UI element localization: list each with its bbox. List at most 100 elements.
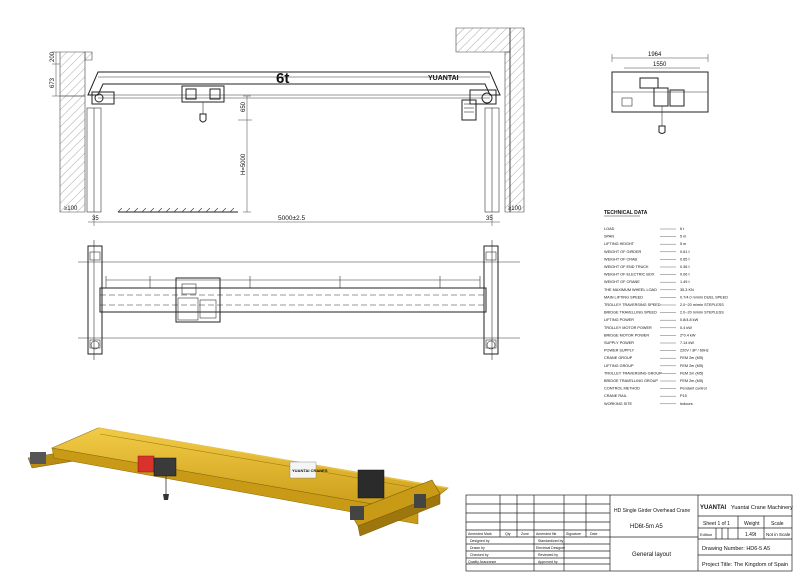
- role-approved-by: Approved by: [538, 560, 558, 564]
- tech-row-label: WORKING SITE: [604, 402, 633, 406]
- girder-logo: YUANTAI: [428, 75, 459, 82]
- tech-row-label: WEIGHT OF GIRDER: [604, 250, 642, 254]
- tech-row-value: 2.0~20 m/min STEPLESS: [680, 303, 724, 307]
- tech-row-value: 0.7/4.0 m/min DUEL SPEED: [680, 295, 728, 299]
- tech-row-value: FEM 2m (M5): [680, 371, 704, 375]
- tech-row-label: THE MAXIMUM WHEEL LOAD: [604, 288, 657, 292]
- scale-value: Not in Scale: [766, 532, 791, 537]
- role-standardized-by: Standardized by: [538, 539, 564, 543]
- tech-row-value: 7.14 kW: [680, 341, 694, 345]
- technical-data-table: TECHNICAL DATA LOAD 6 t SPAN 5 m LIFTING HEI…: [604, 210, 728, 406]
- tech-row-label: TROLLEY MOTOR POWER: [604, 326, 652, 330]
- tech-row-value: 5 m: [680, 235, 686, 239]
- tech-row-label: BRIDGE TRAVELLING SPEED: [604, 311, 657, 315]
- tech-row-value: FEM 2m (M5): [680, 356, 704, 360]
- dim-1964: 1964: [648, 52, 662, 58]
- model: HD6t-5m A5: [630, 524, 663, 530]
- rev-h-zone: Zone: [521, 532, 529, 536]
- tech-row-value: 6 t: [680, 227, 685, 231]
- rev-h-amended-file: Amended file: [536, 532, 556, 536]
- dim-lifting-height: H=5000: [241, 153, 247, 175]
- dim-clear-right: ≥100: [508, 206, 522, 212]
- dim-35-left: 35: [92, 216, 99, 222]
- tech-row-label: LOAD: [604, 227, 615, 231]
- tech-row-value: 0.36 t: [680, 265, 690, 269]
- weight-label: Weight: [744, 521, 760, 527]
- sheet-number: Sheet 1 of 1: [703, 521, 730, 527]
- tech-row-value: FEM 2m (M5): [680, 379, 704, 383]
- role-checked-by: Checked by: [470, 553, 489, 557]
- tech-row-label: SPAN: [604, 235, 614, 239]
- tech-data-title: TECHNICAL DATA: [604, 210, 648, 216]
- dim-span: 5000±2.5: [278, 215, 305, 222]
- company-logo: YUANTAI: [700, 505, 727, 511]
- dim-clear-left: ≥100: [64, 206, 78, 212]
- role-electrical-designer: Electrical Designer: [536, 546, 566, 550]
- tech-row-value: 220V / 3P / 60Hz: [680, 349, 709, 353]
- tech-row-label: LIFTING POWER: [604, 318, 634, 322]
- dim-1550: 1550: [653, 62, 667, 68]
- tech-row-label: CRANE GROUP: [604, 356, 633, 360]
- left-wall: [59, 51, 86, 97]
- tech-row-value: 0.06 t: [680, 273, 690, 277]
- role-reviewed-by: Reviewed by: [538, 553, 558, 557]
- tech-row-label: MAIN LIFTING SPEED: [604, 295, 643, 299]
- end-view: 1964 1550: [611, 52, 709, 134]
- tech-row-value: Indoors: [680, 402, 693, 406]
- capacity-label: 6t: [276, 70, 289, 87]
- role-designed-by: Designed by: [470, 539, 490, 543]
- right-end-truck: [469, 89, 497, 105]
- company-name: Yuantai Crane Machinery: [731, 505, 793, 511]
- product-name: HD Single Girder Overhead Crane: [614, 508, 690, 514]
- rev-h-signature: Signature: [566, 532, 581, 536]
- tech-row-label: BRIDGE TRAVELLING GROUP: [604, 379, 658, 383]
- tech-row-label: WEIGHT OF CRANE: [604, 280, 640, 284]
- hoist-trolley: [181, 85, 225, 123]
- tech-row-label: TROLLEY TRAVERSING SPEED: [604, 303, 661, 307]
- tech-row-label: WEIGHT OF ELECTRIC BOX: [604, 273, 655, 277]
- tech-row-value: 2.0~20 m/min STEPLESS: [680, 311, 724, 315]
- role-drawn-by: Drawn by: [470, 546, 485, 550]
- tech-row-value: 1.49 t: [680, 280, 690, 284]
- tech-row-value: Pendant control: [680, 387, 707, 391]
- dim-35-right: 35: [486, 216, 493, 222]
- plan-view: [78, 240, 520, 360]
- tech-row-label: BRIDGE MOTOR POWER: [604, 333, 649, 337]
- scale-label: Scale: [771, 521, 784, 527]
- rev-h-date: Date: [590, 532, 597, 536]
- dim-200: 200: [50, 51, 56, 62]
- right-wall: [509, 27, 525, 213]
- render-logo: YUANTAI CRANES: [292, 468, 328, 473]
- tech-row-label: CONTROL METHOD: [604, 387, 640, 391]
- tech-row-label: WEIGHT OF CRAB: [604, 257, 638, 261]
- project-title: Project Title: The Kingdom of Spain: [702, 562, 788, 568]
- crane-3d-render: YUANTAI CRANES: [27, 427, 449, 537]
- tech-row-value: 0.61 t: [680, 250, 690, 254]
- tech-row-label: LIFTING HEIGHT: [604, 242, 635, 246]
- tech-row-label: WEIGHT OF END TRUCK: [604, 265, 649, 269]
- dim-673: 673: [50, 77, 56, 88]
- rev-h-qty: Qty: [505, 532, 511, 536]
- drawing-number: Drawing Number: HD6-5 A5: [702, 546, 770, 552]
- tech-row-label: CRANE RAIL: [604, 394, 627, 398]
- tech-row-label: TROLLEY TRAVERSING GROUP: [604, 371, 662, 375]
- tech-row-value: FEM 2m (M5): [680, 364, 704, 368]
- weight-value: 1.49t: [745, 532, 757, 538]
- tech-row-label: POWER SUPPLY: [604, 349, 635, 353]
- role-quality-assurance: Quality Assurance: [468, 560, 496, 564]
- tech-row-label: SUPPLY POWER: [604, 341, 634, 345]
- front-view: YUANTAI 6t 650 H=5000 200 673 ≥100 ≥100 …: [50, 27, 525, 226]
- rev-h-amended-mark: Amended Mark: [468, 532, 492, 536]
- dim-650: 650: [241, 101, 247, 112]
- title-block: Amended Mark Qty Zone Amended file Signa…: [465, 494, 793, 572]
- tech-row-value: 0.8/4.8 kW: [680, 318, 699, 322]
- tech-row-value: 0.65 t: [680, 257, 690, 261]
- left-end-truck: [91, 91, 115, 105]
- tech-row-label: LIFTING GROUP: [604, 364, 634, 368]
- tech-row-value: P15: [680, 394, 687, 398]
- tech-row-value: 35.3 KN: [680, 288, 694, 292]
- edition-label: Edition: [700, 532, 712, 537]
- doc-type: General layout: [632, 552, 671, 558]
- tech-row-value: 2*0.4 kW: [680, 333, 696, 337]
